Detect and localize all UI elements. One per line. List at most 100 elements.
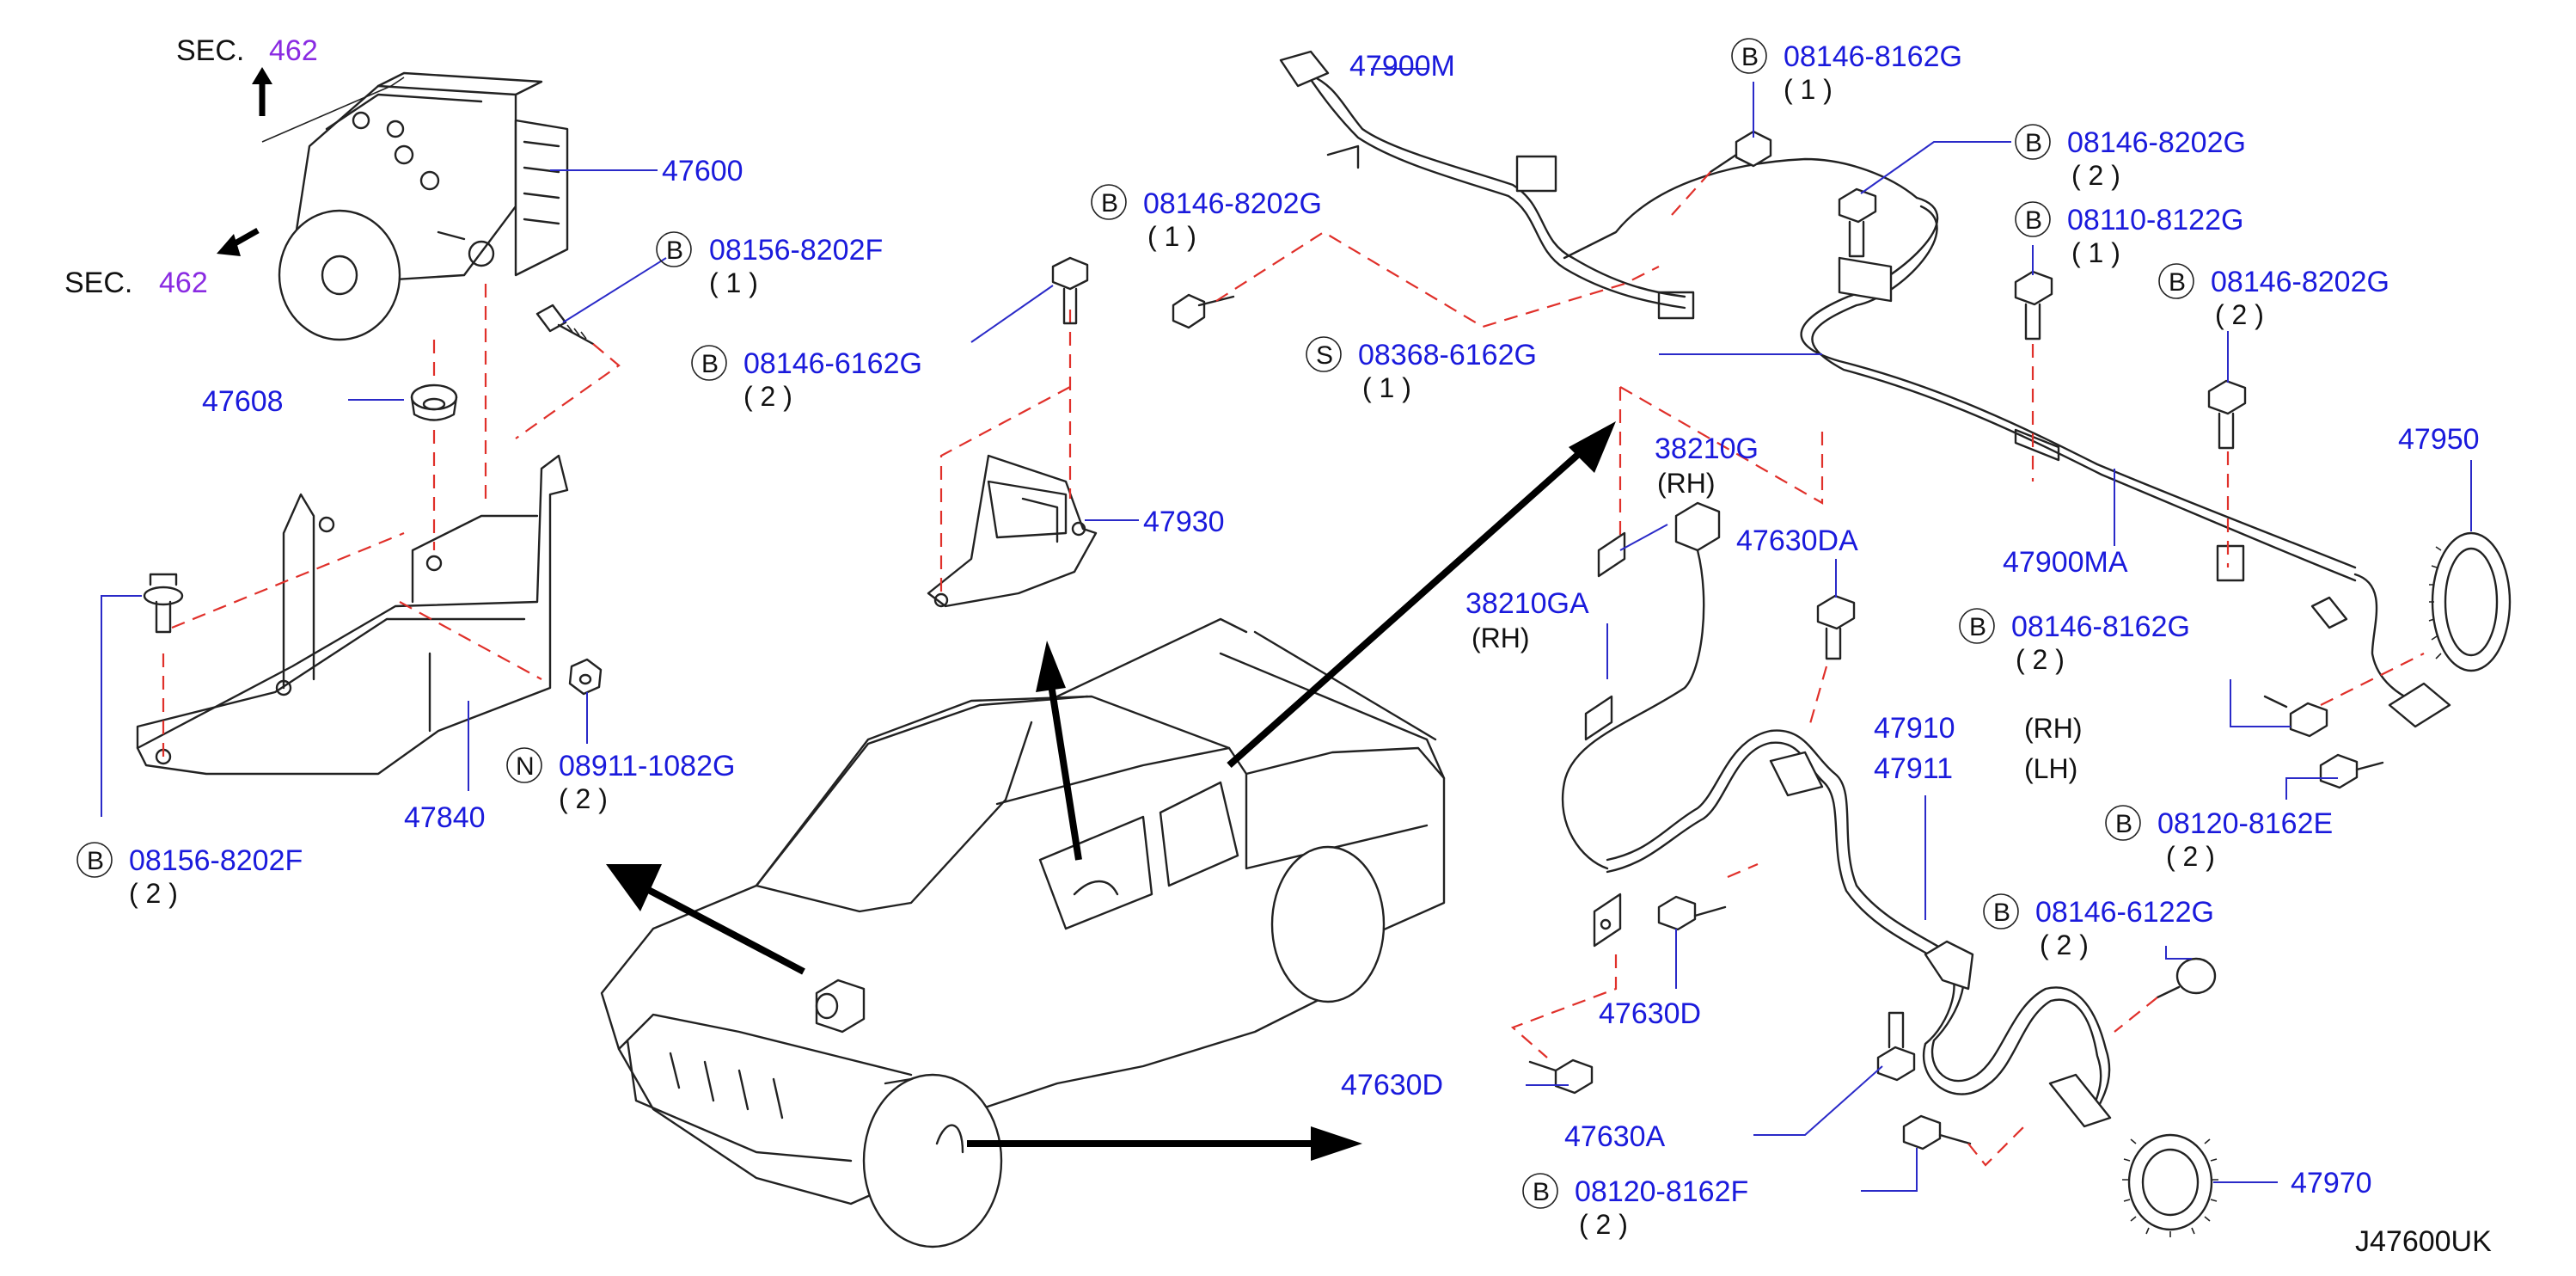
fastener-callout-f10[interactable]: B 08146-8202G ( 2 ): [2158, 263, 2389, 330]
grommet-47608[interactable]: [410, 383, 458, 421]
svg-text:08110-8122G: 08110-8122G: [2067, 204, 2243, 236]
svg-text:( 2 ): ( 2 ): [2016, 644, 2065, 675]
part-label-47930[interactable]: 47930: [1143, 506, 1225, 538]
section-ref-left[interactable]: SEC. 462: [64, 267, 208, 299]
fastener-callout-f2[interactable]: B 08146-6162G ( 2 ): [691, 345, 922, 412]
svg-text:08146-8202G: 08146-8202G: [2067, 126, 2246, 159]
fastener-callout-f6[interactable]: S 08368-6162G ( 1 ): [1306, 336, 1537, 403]
part-label-47911[interactable]: 47911: [1874, 752, 1953, 785]
fastener-callout-f1[interactable]: B 08156-8202F ( 1 ): [656, 231, 883, 298]
sensor-rotor-47950[interactable]: [2428, 531, 2512, 672]
svg-text:B: B: [666, 236, 683, 265]
part-label-47970[interactable]: 47970: [2291, 1167, 2372, 1199]
svg-text:08120-8162F: 08120-8162F: [1575, 1175, 1748, 1208]
bolt-icon: [1838, 187, 1877, 258]
svg-text:( 1 ): ( 1 ): [709, 267, 758, 298]
part-label-47910[interactable]: 47910: [1874, 712, 1955, 745]
svg-text:B: B: [1741, 43, 1759, 71]
fastener-callout-f11[interactable]: B 08146-8162G ( 2 ): [1959, 608, 2190, 675]
part-label-47900MA[interactable]: 47900MA: [2003, 546, 2128, 579]
callout-arrow-front-wheel: [967, 1126, 1362, 1161]
fastener-callout-f3[interactable]: B 08156-8202F ( 2 ): [76, 842, 303, 909]
part-label-47608[interactable]: 47608: [202, 385, 284, 418]
svg-text:B: B: [2169, 268, 2186, 297]
part-label-38210GA[interactable]: 38210GA: [1465, 587, 1589, 620]
svg-text:08146-6162G: 08146-6162G: [743, 347, 922, 380]
fastener-callout-f7[interactable]: B 08146-8162G ( 1 ): [1731, 38, 1962, 105]
svg-text:B: B: [1101, 189, 1118, 218]
bracket-47840[interactable]: [136, 454, 569, 776]
part-label-47630DA[interactable]: 47630DA: [1736, 525, 1858, 557]
svg-text:08146-8202G: 08146-8202G: [2211, 266, 2389, 298]
fastener-callout-f4[interactable]: N 08911-1082G ( 2 ): [506, 747, 735, 814]
svg-text:( 2 ): ( 2 ): [2166, 841, 2215, 872]
svg-text:( 2 ): ( 2 ): [1579, 1209, 1628, 1240]
bolt-icon: [535, 304, 595, 346]
flange-bolt-icon: [143, 573, 184, 634]
svg-text:08146-8162G: 08146-8162G: [2011, 610, 2190, 643]
part-label-47630A[interactable]: 47630A: [1564, 1120, 1666, 1153]
part-label-47630D-upper[interactable]: 47630D: [1599, 997, 1701, 1030]
bolt-47630D[interactable]: [1657, 895, 1727, 931]
harness-47900M[interactable]: [1279, 50, 1918, 320]
svg-text:B: B: [2025, 206, 2042, 235]
callout-arrow-actuator: [606, 864, 805, 975]
svg-text:B: B: [701, 350, 719, 378]
sensor-rotor-47970[interactable]: [2122, 1133, 2218, 1237]
part-side-47911: (LH): [2024, 753, 2077, 784]
bolt-icon: [2207, 379, 2247, 450]
part-side-38210GA: (RH): [1472, 623, 1530, 653]
svg-text:08156-8202F: 08156-8202F: [709, 234, 883, 267]
front-harness-47910[interactable]: [1606, 729, 2112, 1128]
svg-text:B: B: [1533, 1178, 1550, 1206]
section-ref-top[interactable]: SEC. 462: [176, 34, 318, 67]
harness-47900MA[interactable]: [1800, 196, 2451, 728]
bolt-47630A[interactable]: [1876, 1011, 1916, 1082]
bolt-icon: [1051, 256, 1089, 325]
sensor-38210G[interactable]: [1561, 501, 1721, 870]
svg-text:SEC.: SEC.: [176, 34, 244, 67]
bolt-47630DA[interactable]: [1816, 594, 1856, 660]
fastener-callout-f13[interactable]: B 08146-6122G ( 2 ): [1983, 893, 2214, 960]
svg-text:( 1 ): ( 1 ): [1784, 74, 1833, 105]
bolt-47630D[interactable]: [1528, 1058, 1594, 1095]
svg-text:N: N: [516, 752, 535, 781]
svg-text:08368-6162G: 08368-6162G: [1358, 339, 1537, 371]
sensor-bracket-47930[interactable]: [927, 454, 1098, 608]
bolt-icon: [1902, 1114, 1972, 1150]
fastener-callout-f5[interactable]: B 08146-8202G ( 1 ): [1091, 184, 1322, 252]
diagram-code: J47600UK: [2355, 1225, 2492, 1258]
up-arrow-icon: [252, 67, 272, 116]
svg-text:( 2 ): ( 2 ): [559, 783, 608, 814]
callout-arrow-sensor: [1036, 641, 1082, 861]
svg-text:( 2 ): ( 2 ): [743, 381, 792, 412]
part-label-47900M[interactable]: 47900M: [1349, 50, 1455, 83]
abs-actuator-unit[interactable]: [261, 71, 569, 341]
flange-bolt-icon: [1172, 293, 1235, 329]
svg-text:( 2 ): ( 2 ): [2071, 160, 2120, 191]
part-side-38210G: (RH): [1657, 468, 1716, 499]
svg-text:08146-6122G: 08146-6122G: [2035, 896, 2214, 929]
flange-bolt-icon: [2156, 957, 2217, 999]
fastener-callout-f12[interactable]: B 08120-8162E ( 2 ): [2105, 805, 2333, 872]
fastener-callout-f8[interactable]: B 08146-8202G ( 2 ): [2015, 124, 2246, 191]
pickup-truck-outline: [600, 617, 1446, 1248]
left-arrow-icon: [217, 227, 260, 256]
fastener-callout-f14[interactable]: B 08120-8162F ( 2 ): [1522, 1173, 1748, 1240]
part-label-47840[interactable]: 47840: [404, 801, 486, 834]
svg-text:( 2 ): ( 2 ): [2040, 929, 2089, 960]
part-label-38210G[interactable]: 38210G: [1655, 432, 1759, 465]
svg-text:( 1 ): ( 1 ): [1362, 372, 1411, 403]
svg-text:SEC.: SEC.: [64, 267, 132, 299]
svg-text:B: B: [1969, 613, 1986, 641]
svg-text:( 1 ): ( 1 ): [2071, 237, 2120, 268]
part-label-47950[interactable]: 47950: [2398, 423, 2480, 456]
svg-text:08156-8202F: 08156-8202F: [129, 844, 303, 877]
bracket-clip: [1593, 893, 1622, 948]
nut-icon: [568, 658, 603, 696]
svg-text:B: B: [87, 847, 104, 875]
part-label-47630D-lower[interactable]: 47630D: [1341, 1069, 1443, 1101]
svg-text:08146-8162G: 08146-8162G: [1784, 40, 1962, 73]
fastener-callout-f9[interactable]: B 08110-8122G ( 1 ): [2015, 201, 2243, 268]
part-label-47600[interactable]: 47600: [662, 155, 743, 187]
